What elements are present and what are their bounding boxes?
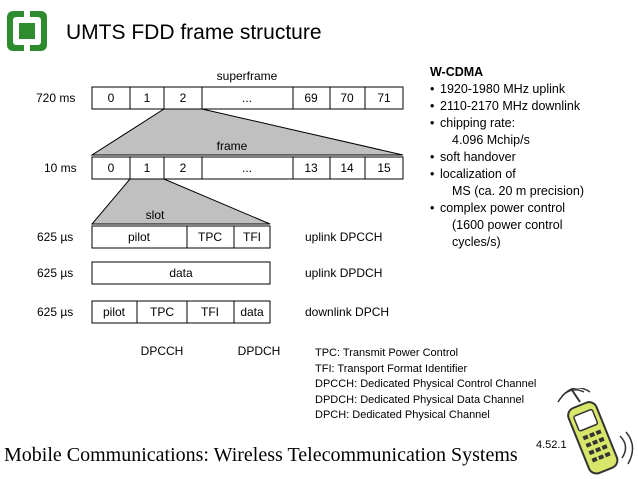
wcdma-list: 1920-1980 MHz uplink 2110-2170 MHz downl… — [430, 81, 630, 132]
superframe-cell: 70 — [340, 91, 354, 105]
wcdma-facts: W-CDMA 1920-1980 MHz uplink 2110-2170 MH… — [430, 64, 630, 251]
list-item: soft handover — [430, 149, 630, 166]
list-item-continuation: MS (ca. 20 m precision) — [452, 184, 584, 198]
mobile-phone-icon — [557, 388, 634, 475]
list-item: 1920-1980 MHz uplink — [430, 81, 630, 98]
list-item-continuation: (1600 power control — [452, 218, 563, 232]
superframe-cell: 1 — [144, 91, 151, 105]
frame-cell: ... — [242, 161, 252, 175]
downlink-dpch-field: pilot — [103, 305, 126, 319]
uplink-dpcch-duration: 625 µs — [37, 230, 73, 244]
downlink-dpch-field: TFI — [201, 305, 219, 319]
legend-line: DPCCH: Dedicated Physical Control Channe… — [315, 378, 537, 390]
superframe-cell: 69 — [304, 91, 318, 105]
uplink-dpcch-field: TPC — [198, 230, 222, 244]
dpcch-group-label: DPCCH — [141, 344, 184, 358]
frame-duration: 10 ms — [44, 161, 77, 175]
downlink-dpch-label: downlink DPCH — [305, 305, 389, 319]
dpdch-group-label: DPDCH — [238, 344, 281, 358]
legend-line: DPDCH: Dedicated Physical Data Channel — [315, 393, 525, 406]
superframe-cell: 2 — [180, 91, 187, 105]
slide-title: UMTS FDD frame structure — [66, 21, 322, 44]
downlink-dpch-field: TPC — [150, 305, 174, 319]
uplink-dpdch-label: uplink DPDCH — [305, 266, 382, 280]
frame-label: frame — [217, 139, 248, 153]
legend-line: TFI: Transport Format Identifier — [315, 362, 468, 375]
downlink-dpch-field: data — [240, 305, 264, 319]
downlink-dpch-duration: 625 µs — [37, 305, 73, 319]
frame-cell: 0 — [108, 161, 115, 175]
superframe-row: 0 1 2 ... 69 70 71 — [91, 86, 404, 110]
uplink-dpcch-field: TFI — [243, 230, 261, 244]
list-item: complex power control — [430, 200, 630, 217]
frame-cell: 1 — [144, 161, 151, 175]
frame-cell: 14 — [340, 161, 354, 175]
frame-to-slot-expansion — [90, 178, 271, 225]
legend-line: TPC: Transmit Power Control — [315, 347, 459, 359]
university-logo-icon — [7, 11, 47, 51]
superframe-cell: 71 — [377, 91, 391, 105]
list-item: 2110-2170 MHz downlink — [430, 98, 630, 115]
slot-label: slot — [146, 208, 165, 222]
footer-title: Mobile Communications: Wireless Telecomm… — [4, 444, 518, 466]
uplink-dpcch-row: pilot TPC TFI — [91, 225, 271, 249]
frame-cell: 2 — [180, 161, 187, 175]
uplink-dpdch-duration: 625 µs — [37, 266, 73, 280]
downlink-dpch-row: pilot TPC TFI data — [91, 300, 271, 324]
abbreviation-legend: TPC: Transmit Power Control TFI: Transpo… — [315, 346, 536, 424]
frame-cell: 13 — [304, 161, 318, 175]
legend-line: DPCH: Dedicated Physical Channel — [315, 409, 490, 421]
superframe-to-frame-expansion — [90, 108, 404, 156]
list-item: chipping rate: — [430, 115, 630, 132]
superframe-duration: 720 ms — [36, 91, 75, 105]
superframe-label: superframe — [217, 69, 278, 83]
list-item-continuation: 4.096 Mchip/s — [452, 133, 530, 147]
superframe-cell: ... — [242, 91, 252, 105]
uplink-dpcch-field: pilot — [128, 230, 151, 244]
uplink-dpdch-row: data — [91, 261, 271, 285]
page-number: 4.52.1 — [536, 439, 567, 451]
superframe-cell: 0 — [108, 91, 115, 105]
uplink-dpdch-field: data — [169, 266, 193, 280]
frame-row: 0 1 2 ... 13 14 15 — [91, 156, 404, 180]
wcdma-heading: W-CDMA — [430, 65, 484, 79]
list-item: localization of — [430, 166, 630, 183]
uplink-dpcch-label: uplink DPCCH — [305, 230, 382, 244]
frame-cell: 15 — [377, 161, 391, 175]
list-item-continuation: cycles/s) — [452, 235, 501, 249]
